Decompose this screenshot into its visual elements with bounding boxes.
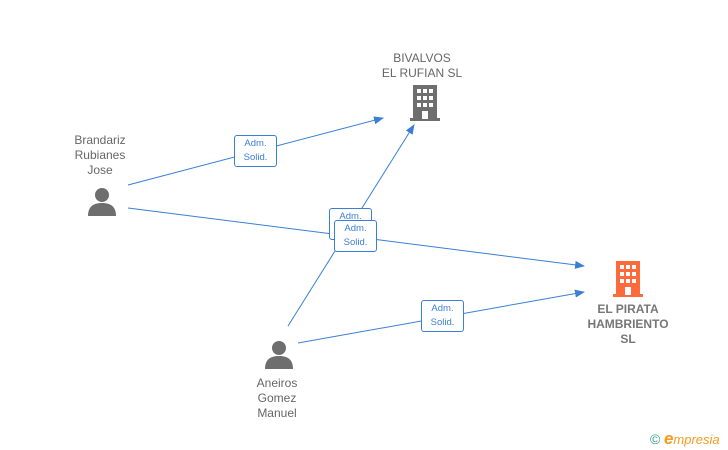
node-label-bivalvos: BIVALVOS EL RUFIAN SL [381,51,463,80]
building-icon[interactable] [408,85,442,121]
edge-label-aneiros-pirata: Adm. Solid. [421,300,464,332]
empresia-logo: © empresia [650,429,720,449]
node-label-pirata: EL PIRATA HAMBRIENTO SL [587,302,669,346]
node-label-aneiros: Aneiros Gomez Manuel [256,376,298,420]
edge-label-brandariz-pirata: Adm. Solid. [334,220,377,252]
brand-name: mpresia [673,432,720,447]
brand-e: e [663,429,674,448]
person-icon[interactable] [87,187,117,217]
node-label-brandariz: Brandariz Rubianes Jose [74,133,126,177]
copyright-icon: © [650,431,661,447]
edge-label-brandariz-bivalvos: Adm. Solid. [234,135,277,167]
building-icon[interactable] [611,261,645,297]
person-icon[interactable] [264,340,294,370]
